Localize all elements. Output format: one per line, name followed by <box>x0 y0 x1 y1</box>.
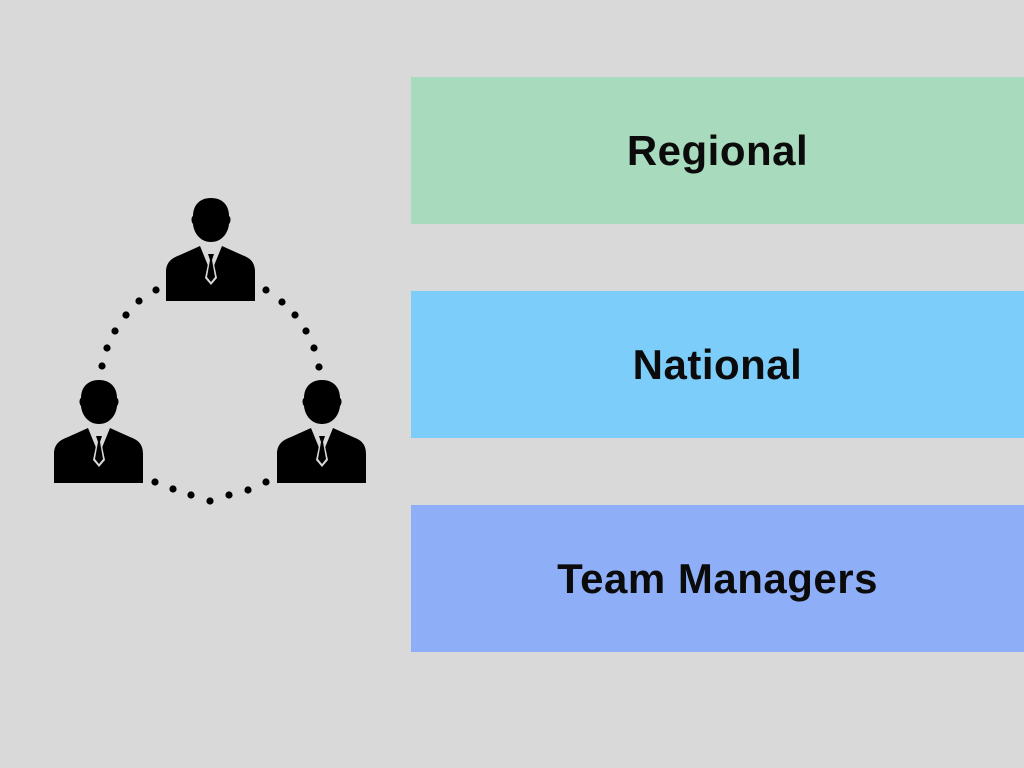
connector-dot <box>169 485 177 493</box>
connector-dot <box>244 486 252 494</box>
connector-dot <box>262 478 270 486</box>
connector-dot <box>278 298 286 306</box>
team-network-diagram <box>54 198 366 505</box>
connector-dot <box>310 344 318 352</box>
connector-dot <box>225 491 233 499</box>
businessman-icon-left <box>54 380 143 483</box>
businessman-icon-right <box>277 380 366 483</box>
connector-dot <box>291 311 299 319</box>
dotted-connector <box>98 286 323 505</box>
connector-dot <box>122 311 130 319</box>
businessman-icon-top <box>166 198 255 301</box>
band-label: Team Managers <box>557 554 878 602</box>
connector-dot <box>98 362 106 370</box>
connector-dot <box>103 344 111 352</box>
band-regional: Regional <box>411 77 1024 224</box>
connector-dot <box>262 286 270 294</box>
band-team-managers: Team Managers <box>411 505 1024 652</box>
connector-dot <box>135 297 143 305</box>
band-label: Regional <box>626 126 809 174</box>
connector-dot <box>206 497 214 505</box>
band-national: National <box>411 291 1024 438</box>
connector-dot <box>152 286 160 294</box>
connector-dot <box>151 478 159 486</box>
connector-dot <box>302 327 310 335</box>
connector-dot <box>187 491 195 499</box>
band-label: National <box>632 340 803 388</box>
connector-dot <box>315 363 323 371</box>
connector-dot <box>111 327 119 335</box>
